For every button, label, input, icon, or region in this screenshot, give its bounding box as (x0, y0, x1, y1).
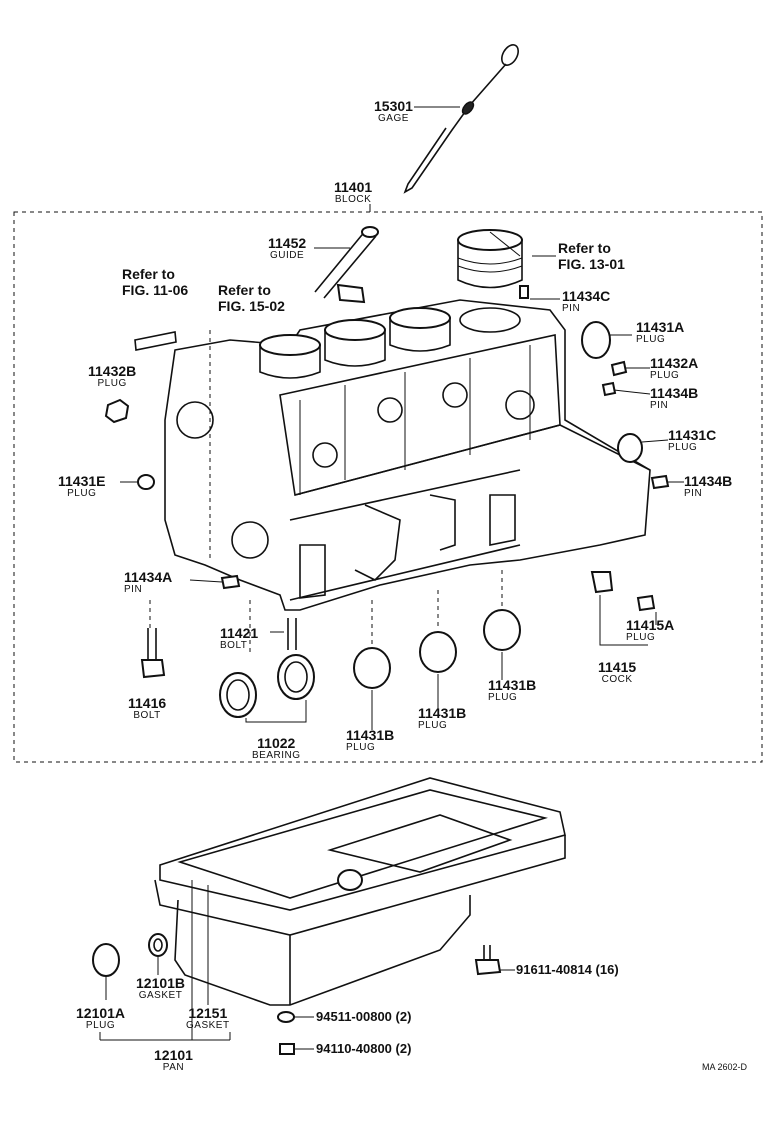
callout-washer-94511: 94511-00800 (2) (316, 1009, 412, 1024)
diagram-code: MA 2602-D (702, 1062, 748, 1072)
guide-tube (314, 226, 379, 304)
cylinder-block (164, 299, 651, 611)
dipstick-gage (403, 44, 519, 194)
oil-pan (154, 777, 566, 1006)
small-parts (104, 285, 670, 679)
bearings (219, 609, 521, 718)
callout-bolt-91611: 91611-40814 (16) (516, 962, 619, 977)
callout-nut-94110: 94110-40800 (2) (316, 1041, 412, 1056)
pistons (259, 229, 523, 379)
block-group-frame (13, 211, 763, 763)
pan-hardware (92, 880, 515, 1055)
leader-lines (120, 106, 684, 730)
